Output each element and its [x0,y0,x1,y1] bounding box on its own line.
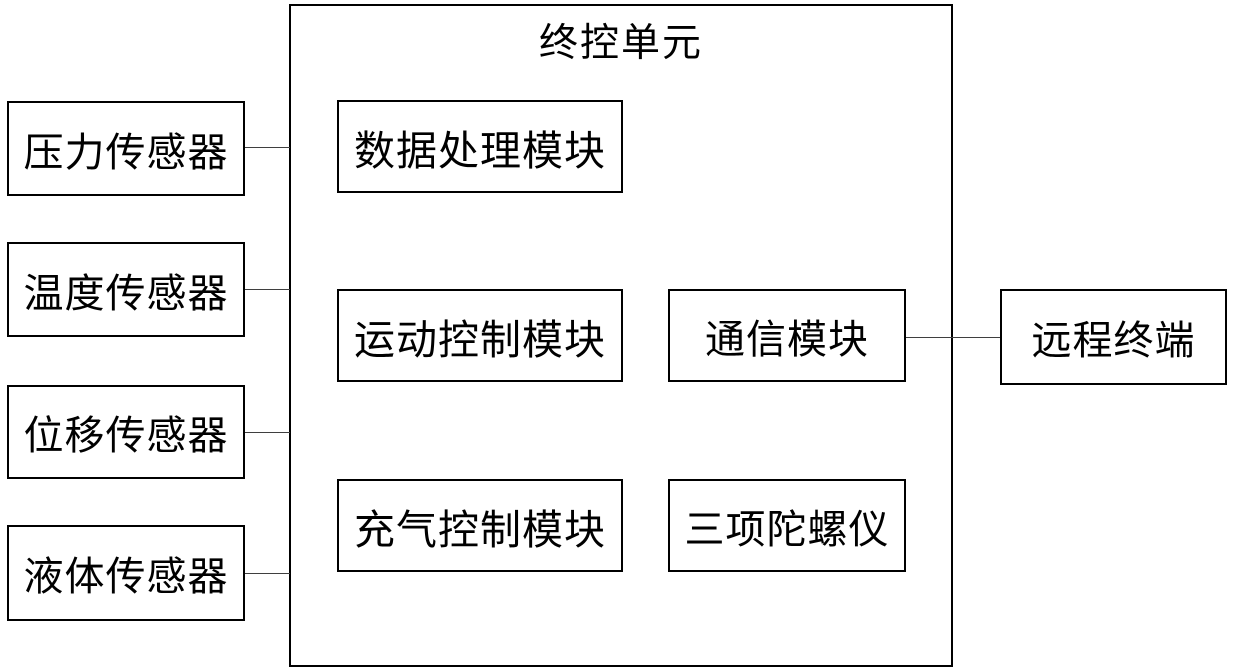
sensor-box-displacement: 位移传感器 [7,385,245,479]
remote-terminal-box: 远程终端 [1000,289,1227,385]
sensor-box-temperature: 温度传感器 [7,242,245,337]
module-box-data-processing: 数据处理模块 [337,100,623,193]
connector-pressure-to-unit [245,147,290,148]
sensor-box-pressure: 压力传感器 [7,101,245,196]
connector-communication-to-remote [906,337,1000,338]
module-box-communication: 通信模块 [668,289,906,382]
module-box-inflation-control: 充气控制模块 [337,479,623,572]
terminal-control-unit-title: 终控单元 [538,22,703,65]
connector-liquid-to-unit [245,573,290,574]
module-box-motion-control: 运动控制模块 [337,289,623,382]
sensor-box-liquid: 液体传感器 [7,525,245,621]
connector-temperature-to-unit [245,289,290,290]
module-box-gyroscope: 三项陀螺仪 [668,479,906,572]
connector-displacement-to-unit [245,432,290,433]
